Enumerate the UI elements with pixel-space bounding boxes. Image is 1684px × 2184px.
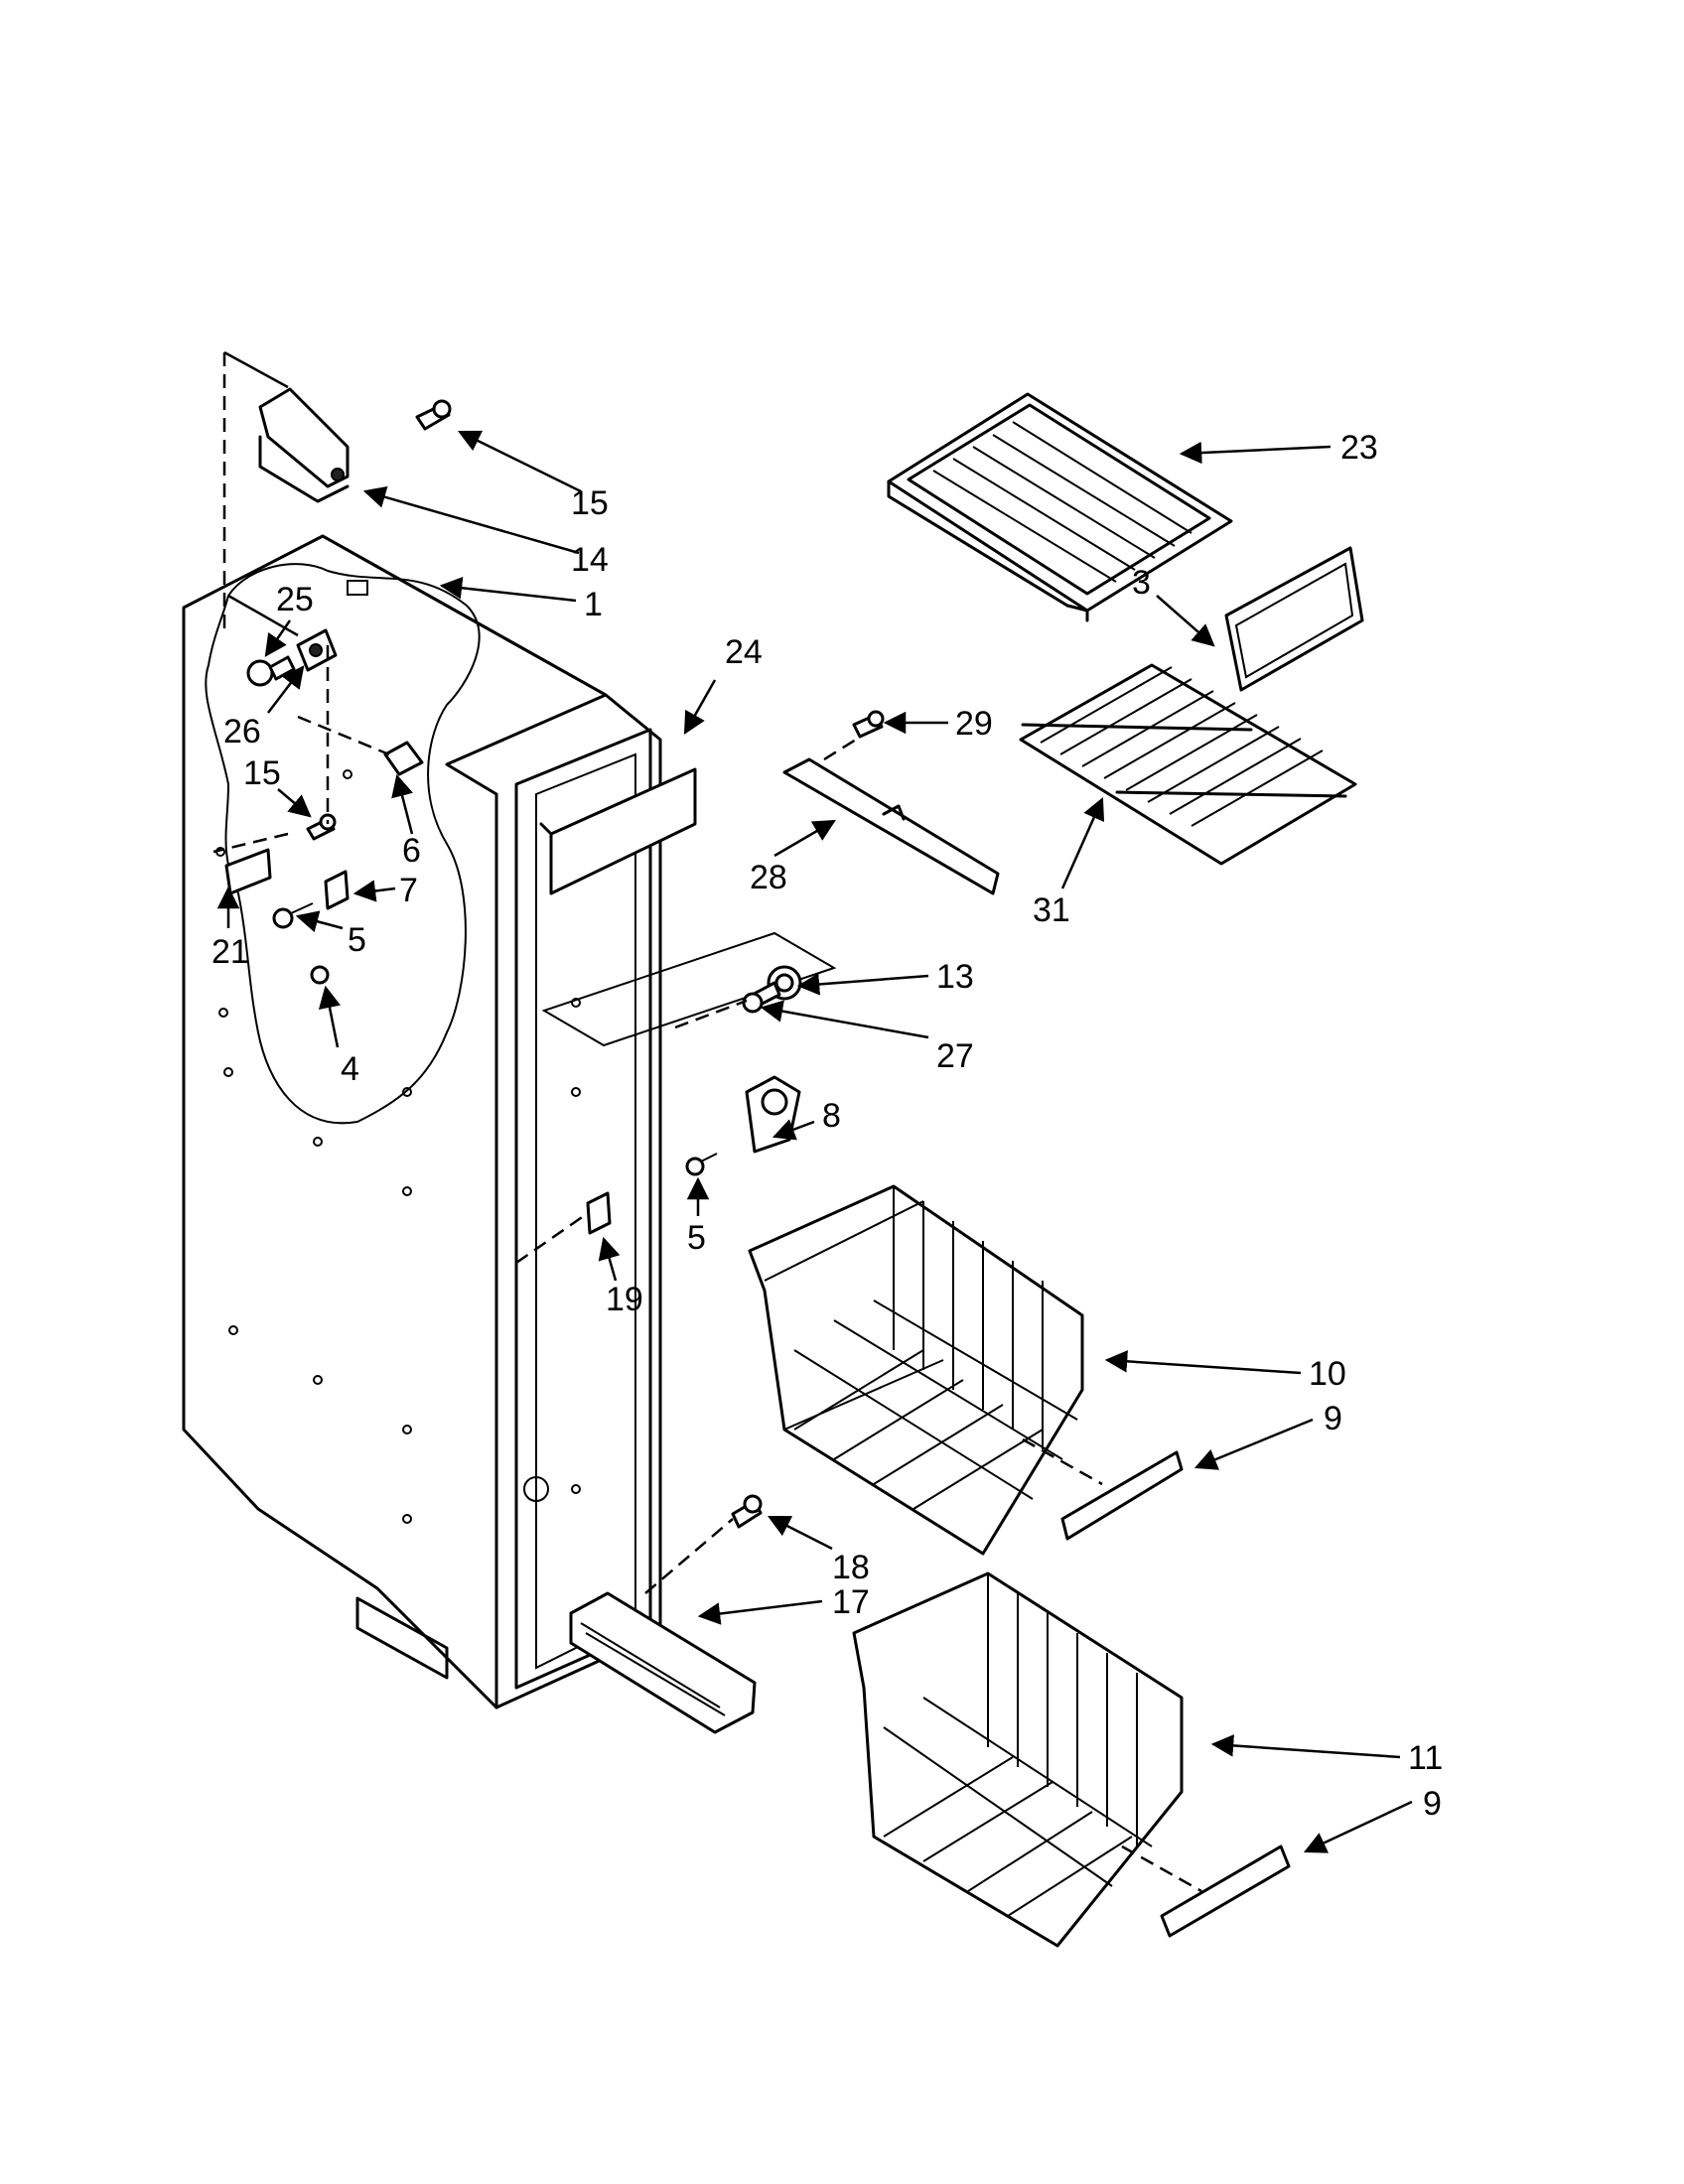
callout-24: 24: [725, 633, 763, 671]
shelf-support-rail: [782, 757, 1000, 895]
leader-9b: [1303, 1800, 1413, 1853]
callout-numbers: 15 14 1 25 26 15 6 7 5 21 4 24 23 3 29 2…: [211, 429, 1443, 1823]
callout-27: 27: [936, 1037, 974, 1075]
leader-1: [439, 577, 577, 603]
roller-bracket: [745, 1075, 801, 1154]
glass-shelf: [887, 392, 1233, 622]
callout-1: 1: [584, 586, 603, 623]
callout-6: 6: [402, 832, 421, 870]
leader-13: [796, 973, 929, 996]
lower-freezer-basket: [852, 1571, 1184, 1948]
top-screw: [415, 399, 452, 431]
callout-29: 29: [955, 705, 993, 743]
callout-25: 25: [276, 581, 314, 618]
upper-freezer-basket: [748, 1184, 1084, 1556]
callout-10: 10: [1309, 1355, 1346, 1393]
leader-31: [1060, 796, 1105, 889]
leader-24: [683, 679, 717, 735]
callout-31: 31: [1033, 891, 1070, 929]
leader-9a: [1193, 1418, 1314, 1470]
callout-26: 26: [223, 713, 261, 751]
leader-4: [318, 985, 342, 1048]
callout-leaders: [216, 430, 1413, 1853]
callout-7: 7: [399, 872, 418, 909]
callout-17: 17: [832, 1583, 870, 1621]
freezer-liner: [182, 534, 662, 1709]
leader-26: [267, 665, 305, 714]
callout-21: 21: [211, 933, 249, 971]
leader-6: [391, 773, 414, 835]
callout-9a: 9: [1324, 1400, 1342, 1437]
callout-19: 19: [606, 1281, 643, 1318]
leader-7: [352, 880, 396, 902]
top-bracket: [258, 387, 350, 503]
shelf-front-trim: [1224, 546, 1364, 692]
leader-18: [767, 1515, 833, 1551]
light-switch: [324, 870, 350, 910]
leader-15b: [277, 788, 312, 818]
callout-11: 11: [1408, 1739, 1443, 1777]
upper-basket-trim: [1060, 1450, 1184, 1541]
callout-4: 4: [341, 1050, 359, 1088]
callout-3: 3: [1132, 564, 1151, 602]
grille-screw: [731, 1494, 763, 1529]
switch-screw: [272, 902, 314, 929]
leader-23: [1179, 441, 1332, 465]
callout-28: 28: [750, 859, 787, 896]
callout-15b: 15: [243, 754, 281, 792]
callout-18: 18: [832, 1549, 870, 1586]
light-socket: [296, 628, 338, 672]
leader-19: [598, 1236, 621, 1282]
leader-14: [362, 485, 580, 555]
callout-13: 13: [936, 958, 974, 996]
callout-5a: 5: [348, 921, 366, 959]
leader-11: [1210, 1734, 1401, 1759]
bracket-screw: [685, 1153, 718, 1176]
wire-shelf: [1019, 663, 1357, 866]
rail-screw: [852, 710, 885, 739]
callout-8: 8: [822, 1097, 841, 1135]
leader-5a: [295, 910, 344, 933]
leader-3: [1156, 595, 1215, 647]
callout-9b: 9: [1423, 1785, 1442, 1823]
leader-8: [772, 1119, 815, 1141]
hole-plug: [310, 965, 330, 985]
callout-14: 14: [571, 541, 609, 579]
leader-10: [1104, 1350, 1302, 1375]
leader-28: [773, 819, 836, 858]
evaporator-cover-plate: [541, 931, 837, 1047]
leader-25: [264, 619, 292, 657]
assembly-guide-lines: [212, 350, 1202, 1893]
leader-15a: [457, 430, 582, 493]
callout-15a: 15: [571, 484, 609, 522]
callout-23: 23: [1340, 429, 1378, 467]
wire-clip: [383, 741, 424, 776]
lower-basket-trim: [1160, 1844, 1291, 1938]
roller-screw: [742, 981, 781, 1014]
damper-switch: [586, 1191, 612, 1235]
callout-5b: 5: [687, 1219, 706, 1257]
leader-17: [697, 1599, 823, 1625]
leader-27: [760, 1000, 929, 1039]
freezer-air-baffle: [539, 767, 697, 895]
kickplate-grille: [569, 1591, 757, 1734]
